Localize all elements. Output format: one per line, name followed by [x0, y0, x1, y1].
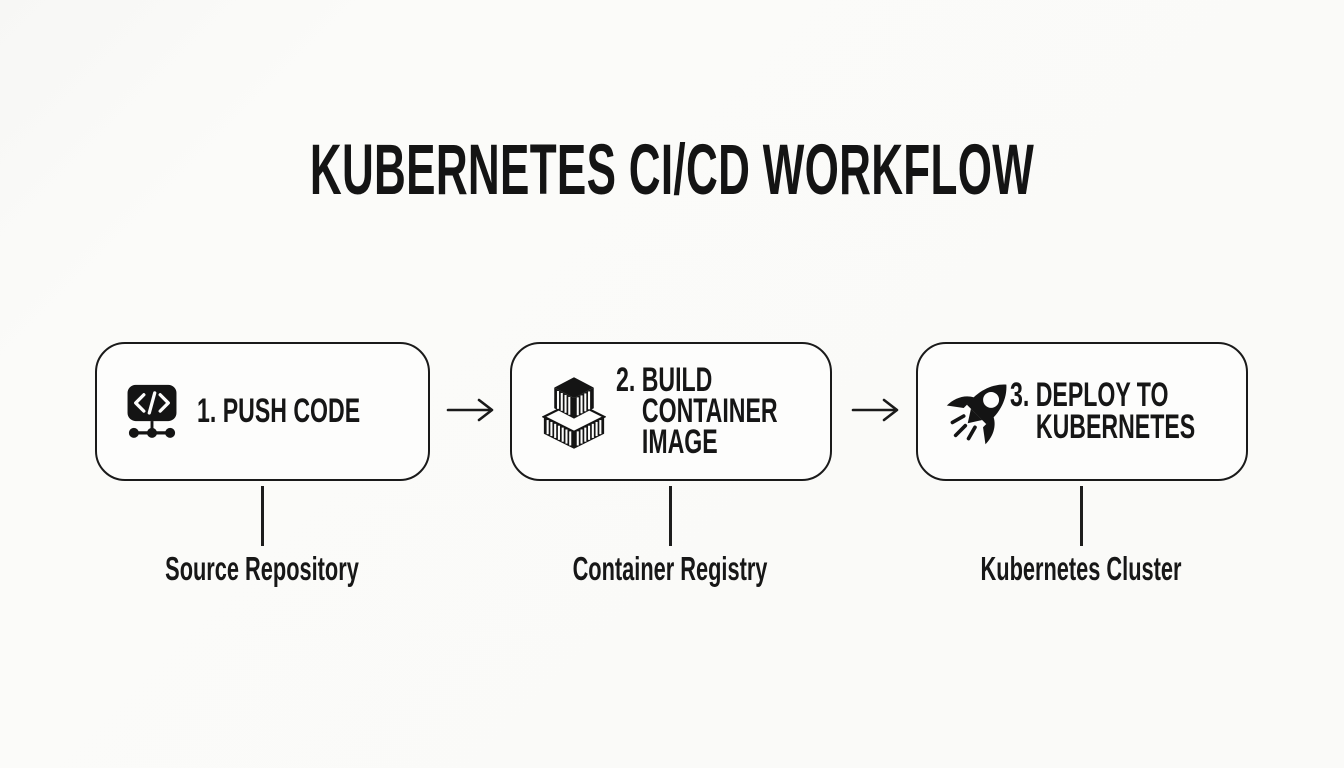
connector-line-kubernetes-cluster: [1080, 486, 1083, 546]
step-box-deploy: 3. DEPLOY TO KUBERNETES: [916, 342, 1248, 481]
annotation-source-repository: Source Repository: [165, 550, 359, 587]
step-label-push-code: 1. PUSH CODE: [197, 391, 361, 430]
connector-line-container-registry: [669, 486, 672, 546]
annotation-container-registry: Container Registry: [572, 550, 768, 587]
step-box-build-image: 2. BUILD CONTAINER IMAGE: [510, 342, 832, 481]
step-label-deploy: 3. DEPLOY TO KUBERNETES: [1010, 376, 1196, 446]
annotation-kubernetes-cluster: Kubernetes Cluster: [980, 550, 1182, 587]
step-box-push-code: 1. PUSH CODE: [95, 342, 430, 481]
step-label-build-image: 2. BUILD CONTAINER IMAGE: [616, 360, 778, 462]
arrow-right-icon: [851, 398, 899, 422]
connector-line-source-repository: [261, 486, 264, 546]
page-title: KUBERNETES CI/CD WORKFLOW: [309, 131, 1035, 210]
code-commit-icon: [127, 384, 177, 438]
container-stack-icon: [542, 376, 606, 449]
arrow-right-icon: [446, 398, 494, 422]
rocket-icon: [946, 384, 1007, 444]
